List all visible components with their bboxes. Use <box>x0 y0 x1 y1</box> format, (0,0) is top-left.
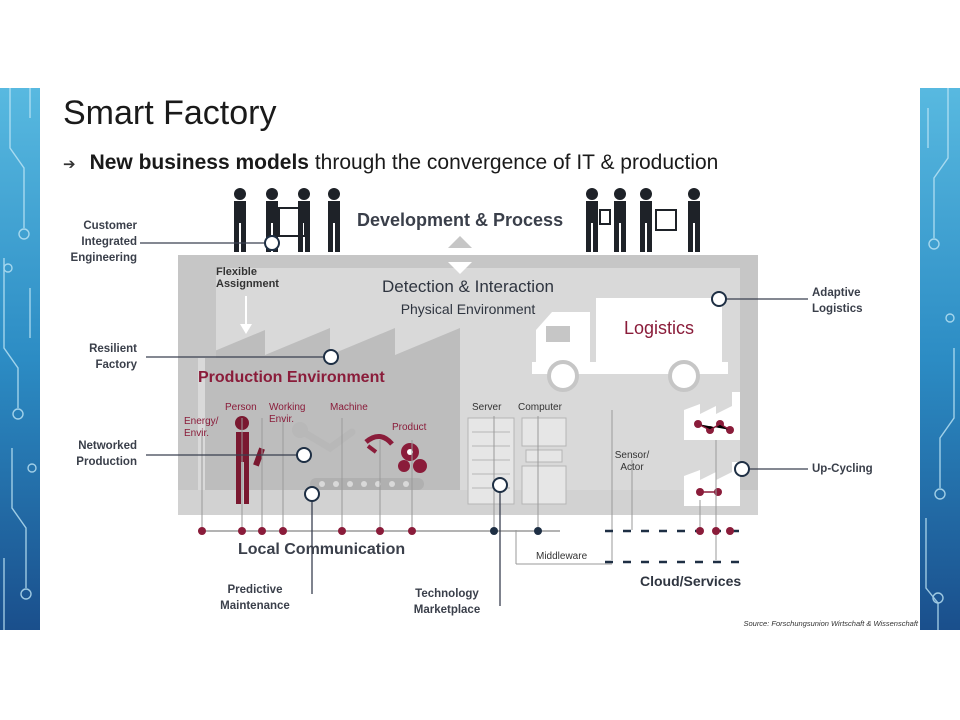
up-arrow-icon <box>448 236 472 248</box>
left-circuit-bar <box>0 88 40 630</box>
server-icon <box>467 417 515 505</box>
source-citation: Source: Forschungsunion Wirtschaft & Wis… <box>743 619 918 628</box>
callout-node-predictive <box>304 486 320 502</box>
production-environment-label: Production Environment <box>198 369 385 386</box>
slide-subtitle: ➔ New business models through the converg… <box>63 151 718 175</box>
truck-icon <box>532 298 728 392</box>
subtitle-bold: New business models <box>89 151 309 174</box>
slide-title: Smart Factory <box>63 94 277 132</box>
cloud-services-label: Cloud/Services <box>640 573 742 589</box>
detection-interaction-label: Detection & Interaction <box>382 277 554 296</box>
energy-label: Energy/Envir. <box>184 416 219 439</box>
computer-label: Computer <box>518 402 562 413</box>
smart-factory-diagram <box>140 188 808 606</box>
machine-label: Machine <box>330 402 368 413</box>
server-label: Server <box>472 402 502 413</box>
subtitle-rest: through the convergence of IT & producti… <box>308 151 719 174</box>
callout-node-adaptive <box>711 291 727 307</box>
sensor-actor-label: Sensor/Actor <box>614 450 650 473</box>
robot-arm-icon <box>296 426 356 453</box>
production-building <box>205 328 460 490</box>
computer-icon <box>521 417 567 505</box>
logistics-label: Logistics <box>624 318 695 338</box>
callout-node-technology <box>492 477 508 493</box>
physical-environment-label: Physical Environment <box>400 301 536 317</box>
local-communication-label: Local Communication <box>238 541 406 558</box>
callout-node-upcycling <box>734 461 750 477</box>
middleware-label: Middleware <box>536 551 588 562</box>
callout-node-resilient <box>323 349 339 365</box>
development-process-label: Development & Process <box>357 210 564 230</box>
callout-node-networked <box>296 447 312 463</box>
callout-node-customer <box>264 235 280 251</box>
people-group-right-icon <box>586 188 700 252</box>
product-label: Product <box>392 422 427 433</box>
slide: Smart Factory ➔ New business models throu… <box>0 88 960 630</box>
callout-up-cycling: Up-Cycling <box>812 463 873 475</box>
person-label: Person <box>225 402 257 413</box>
arrow-right-icon: ➔ <box>63 156 76 173</box>
down-arrow-icon <box>448 262 472 274</box>
right-circuit-bar <box>920 88 960 630</box>
machine-claw-icon <box>364 434 394 446</box>
